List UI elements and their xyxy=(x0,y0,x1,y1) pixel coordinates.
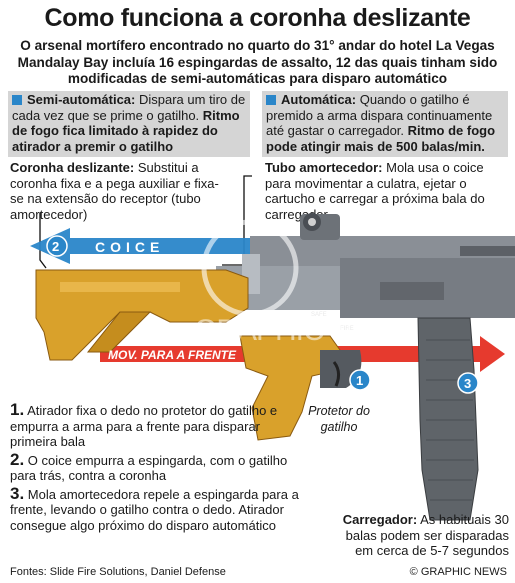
magazine-label: Carregador: xyxy=(342,512,418,527)
semi-auto-label: Semi-automática: xyxy=(27,92,136,107)
page-subtitle: O arsenal mortífero encontrado no quarto… xyxy=(17,38,498,86)
buffer-description: Tubo amortecedor: Mola usa o coice para … xyxy=(265,160,509,222)
stock-description: Coronha deslizante: Substitui a coronha … xyxy=(10,160,220,222)
semi-auto-box: Semi-automática: Dispara um tiro de cada… xyxy=(8,91,250,157)
magazine xyxy=(417,317,479,521)
semi-auto-text: Dispara um tiro de cada vez que se prime… xyxy=(12,92,246,123)
footer-credit: © GRAPHIC NEWS xyxy=(409,566,507,578)
buffer-label: Tubo amortecedor: xyxy=(265,160,383,175)
trigger-guard-label: Protetor do gatilho xyxy=(308,404,370,434)
semi-auto-rate: Ritmo de fogo fica limitado à rapidez do… xyxy=(12,107,240,154)
blue-square-icon xyxy=(266,95,276,105)
auto-box: Automática: Quando o gatilho é premido a… xyxy=(262,91,508,157)
buffer-text: Mola usa o coice para movimentar a culat… xyxy=(265,160,485,222)
watermark-circle xyxy=(201,219,299,317)
marker-2: 2 xyxy=(52,239,59,254)
step-2: 2. O coice empurra a espingarda, com o g… xyxy=(10,449,288,484)
magazine-caption: Carregador: As habituais 30 balas podem … xyxy=(326,512,509,559)
watermark-text: GRAPHIC NEWS xyxy=(194,314,417,347)
recoil-label: COICE xyxy=(95,239,164,255)
safe-label: SAFE xyxy=(311,312,327,318)
recoil-arrow xyxy=(30,228,260,264)
auto-text: Quando o gatilho é premido a arma dispar… xyxy=(266,92,493,138)
stock-label: Coronha deslizante: xyxy=(10,160,135,175)
step-markers xyxy=(349,369,479,394)
forward-label: MOV. PARA A FRENTE xyxy=(108,348,237,362)
rifle-receiver xyxy=(216,213,515,318)
sliding-stock xyxy=(35,269,341,441)
marker-3: 3 xyxy=(464,376,471,391)
stock-text: Substitui a coronha fixa e a pega auxili… xyxy=(10,160,219,222)
blue-square-icon xyxy=(12,95,22,105)
steps-list: 1. Atirador fixa o dedo no protetor do g… xyxy=(10,400,310,533)
step-3: 3. Mola amortecedora repele a espingarda… xyxy=(10,483,299,533)
footer-sources: Fontes: Slide Fire Solutions, Daniel Def… xyxy=(10,566,226,578)
marker-1: 1 xyxy=(356,373,363,388)
magazine-text: As habituais 30 balas podem ser disparad… xyxy=(345,512,509,558)
fire-label: FIRE xyxy=(340,326,354,332)
step-1: 1. Atirador fixa o dedo no protetor do g… xyxy=(10,400,278,449)
page-title: Como funciona a coronha deslizante xyxy=(44,4,471,32)
auto-label: Automática: xyxy=(281,92,357,107)
auto-rate: Ritmo de fogo pode atingir mais de 500 b… xyxy=(266,123,496,154)
